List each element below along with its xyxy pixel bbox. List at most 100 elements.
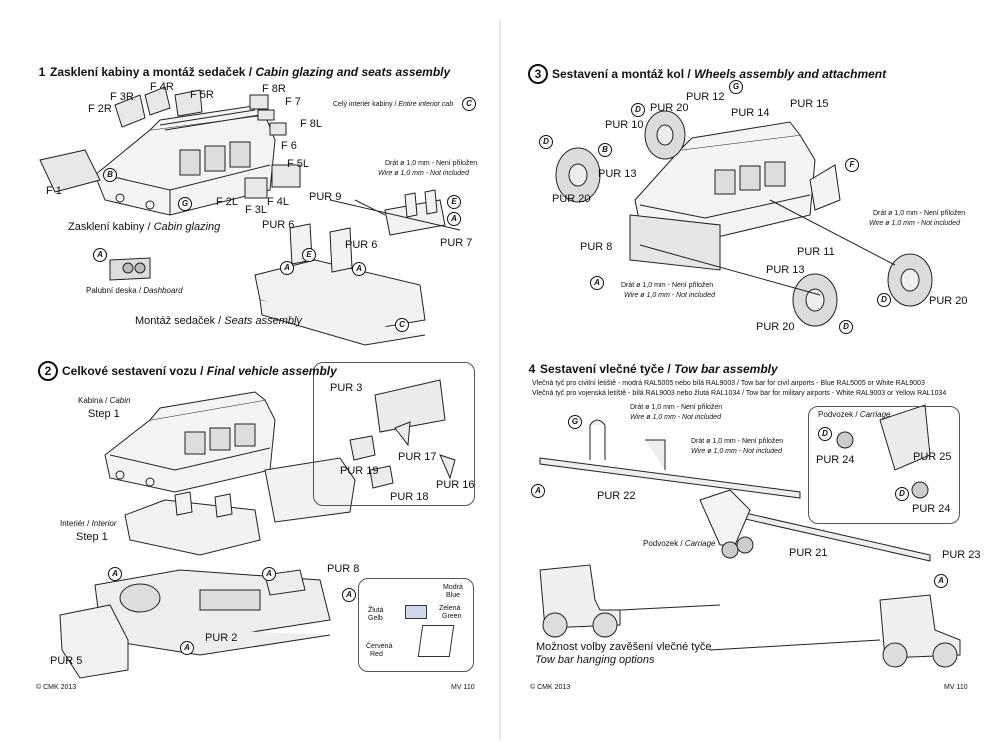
front-bumper-part	[59, 604, 129, 679]
interior-drawing-2	[124, 491, 261, 556]
part-tag-a-6: A	[262, 567, 276, 581]
part-tag-d-2: D	[539, 135, 553, 149]
color-green-en: Green	[442, 613, 462, 620]
pur20-label-b: PUR 20	[552, 193, 591, 205]
pur24-label-a: PUR 24	[816, 454, 855, 466]
tow-options-cz: Možnost volby zavěšení vlečné tyče	[536, 641, 712, 653]
part-label-f7: F 7	[285, 96, 301, 108]
part-label-f3l: F 3L	[245, 204, 268, 216]
color-blue-en: Blue	[446, 592, 461, 599]
tow-options-en: Tow bar hanging options	[535, 654, 655, 666]
wire-note-cz-1: Drát ø 1,0 mm - Není přiložen	[385, 160, 478, 167]
part-tag-c-2: C	[395, 318, 409, 332]
carriage-inset-drawing	[836, 404, 931, 499]
color-yellow-en: Gelb	[368, 615, 383, 622]
copyright-right: © CMK 2013	[530, 684, 571, 691]
tow-bar-note-military: Vlečná tyč pro vojenská letiště - bílá R…	[532, 390, 947, 397]
part-tag-d-1: D	[631, 103, 645, 117]
seats-caption: Montáž sedaček / Seats assembly	[135, 315, 302, 327]
color-panel-part	[417, 625, 455, 657]
step-number-2: 2	[38, 361, 58, 381]
part-label-f2l: F 2L	[216, 196, 239, 208]
dashboard-part	[109, 257, 151, 281]
part-tag-e-1: E	[447, 195, 461, 209]
color-yellow-cz: Žlutá	[368, 607, 384, 614]
part-label-f1: F 1	[46, 185, 62, 197]
part-tag-d-4: D	[839, 320, 853, 334]
part-tag-c: C	[462, 97, 476, 111]
wire-note-en-4b: Wire ø 1,0 mm - Not included	[691, 448, 782, 455]
part-tag-a-5: A	[108, 567, 122, 581]
part-label-f3r: F 3R	[110, 91, 134, 103]
color-blue-cz: Modrá	[443, 584, 463, 591]
wire-note-en-1: Wire ø 1,0 mm - Not included	[378, 170, 469, 177]
part-tag-b-3: B	[598, 143, 612, 157]
step-number-1: 1	[38, 65, 46, 79]
pur3-label: PUR 3	[330, 382, 363, 394]
part-tag-f-3: F	[845, 158, 859, 172]
pur8-label-2: PUR 8	[327, 563, 360, 575]
tow-bar-note-civil: Vlečná tyč pro civilní letiště - modrá R…	[532, 380, 925, 387]
color-green-cz: Zelená	[439, 605, 461, 612]
cabin-step-label: Step 1	[88, 408, 120, 420]
part-label-f4r: F 4R	[150, 81, 174, 93]
interior-seats-drawing	[254, 189, 461, 346]
wire-note-en-3a: Wire ø 1,0 mm - Not included	[869, 220, 960, 227]
part-label-f6: F 6	[281, 140, 297, 152]
part-tag-g-3: G	[729, 80, 743, 94]
cabin-drawing-1	[94, 104, 276, 216]
interior-caption: Interiér / Interior	[60, 519, 117, 528]
pur15-label: PUR 15	[790, 98, 829, 110]
glazing-parts	[39, 86, 301, 199]
part-tag-a-7: A	[180, 641, 194, 655]
part-tag-a-2: A	[447, 212, 461, 226]
pur2-label: PUR 2	[205, 632, 238, 644]
pur10-label: PUR 10	[605, 119, 644, 131]
pur19-label: PUR 19	[340, 465, 379, 477]
part-tag-d-3: D	[877, 293, 891, 307]
part-tag-b: B	[103, 168, 117, 182]
carriage-inset-caption: Podvozek / Carriage	[818, 410, 891, 419]
carriage-inset-box	[808, 406, 960, 524]
pur6-label-a: PUR 6	[262, 219, 295, 231]
part-tag-a-11: A	[934, 574, 948, 588]
tow-bar-drawing	[539, 419, 931, 562]
color-red-en: Red	[370, 651, 383, 658]
step-number-3: 3	[528, 64, 548, 84]
cabin-drawing-2	[104, 391, 276, 493]
part-tag-a-8: A	[342, 588, 356, 602]
wire-note-cz-3a: Drát ø 1,0 mm - Není přiložen	[873, 210, 966, 217]
inset-purs	[349, 379, 456, 489]
copyright-left: © CMK 2013	[36, 684, 77, 691]
cabin-caption: Kabina / Cabin	[78, 396, 131, 405]
pur9-label: PUR 9	[309, 191, 342, 203]
part-tag-d-6: D	[895, 487, 909, 501]
pur20-label-d: PUR 20	[756, 321, 795, 333]
wire-note-en-3b: Wire ø 1,0 mm - Not included	[624, 292, 715, 299]
wire-note-cz-3b: Drát ø 1,0 mm - Není přiložen	[621, 282, 714, 289]
pur8-label-3: PUR 8	[580, 241, 613, 253]
wire-note-en-4a: Wire ø 1,0 mm - Not included	[630, 414, 721, 421]
part-label-f8r: F 8R	[262, 83, 286, 95]
glazing-caption: Zasklení kabiny / Cabin glazing	[68, 221, 221, 233]
part-label-f4l: F 4L	[267, 196, 290, 208]
pur23-label: PUR 23	[942, 549, 981, 561]
part-tag-e-2: E	[302, 248, 316, 262]
part-tag-d-5: D	[818, 427, 832, 441]
page-number-right: MV 110	[944, 684, 968, 691]
pur20-label-a: PUR 20	[650, 102, 689, 114]
wire-note-cz-4a: Drát ø 1,0 mm - Není přiložen	[630, 404, 723, 411]
tow-option-vehicles	[539, 564, 961, 668]
part-tag-a-10: A	[531, 484, 545, 498]
pur6-label-b: PUR 6	[345, 239, 378, 251]
part-tag-a-3: A	[352, 262, 366, 276]
pur17-label: PUR 17	[398, 451, 437, 463]
interior-cab-caption: Celý interiér kabiny / Entire interior c…	[333, 101, 454, 108]
vehicle-drawing-3	[629, 121, 841, 271]
color-sample-part	[405, 605, 427, 619]
